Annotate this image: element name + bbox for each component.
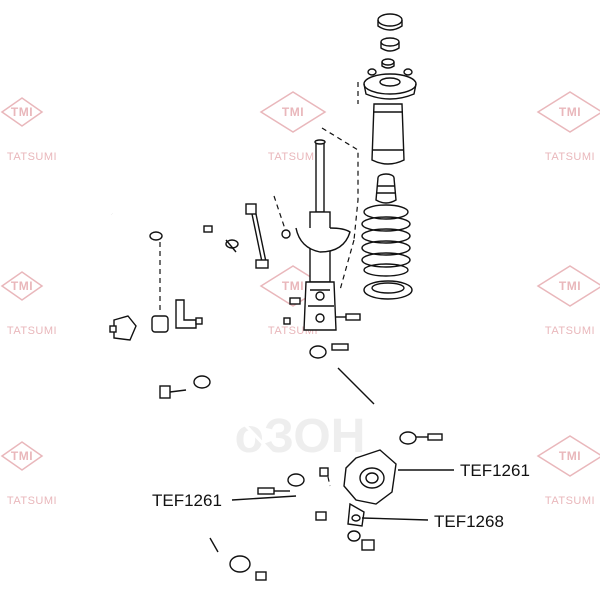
watermark-tmi-text: TMI <box>11 279 33 293</box>
watermark-tatsumi-text: TATSUMI <box>7 325 57 337</box>
watermark-tmi-text: TMI <box>282 279 304 293</box>
callout-leaders <box>231 469 454 521</box>
watermark-tmi-text: TMI <box>11 449 33 463</box>
watermark-tatsumi-text: TATSUMI <box>7 495 57 507</box>
tmi-watermark-center-1: TMI TATSUMI <box>259 91 327 163</box>
stabilizer-bushing <box>109 299 203 341</box>
tmi-watermark-left-3: TMI TATSUMI <box>0 441 57 507</box>
watermark-layer: TMI TATSUMI TMI TATSUMI TMI TATSUMI TMI … <box>0 91 600 507</box>
tmi-watermark-left-1: TMI TATSUMI <box>0 97 57 163</box>
watermark-tatsumi-text: TATSUMI <box>268 151 318 163</box>
watermark-tmi-text: TMI <box>559 449 581 463</box>
trailing-arm <box>209 530 375 581</box>
bump-stop <box>375 173 397 204</box>
tmi-watermark-right-3: TMI TATSUMI <box>536 435 600 507</box>
upper-lateral-arm <box>309 343 443 445</box>
assembly-dashes-strut <box>273 82 359 291</box>
watermark-tatsumi-text: TATSUMI <box>545 495 595 507</box>
watermark-tmi-text: TMI <box>559 279 581 293</box>
callout-tef1261-right: TEF1261 <box>460 461 530 480</box>
strut-bolts <box>283 297 361 325</box>
stabilizer-bar <box>111 212 239 310</box>
lower-lateral-arm <box>159 375 305 495</box>
axle-carrier <box>315 449 397 527</box>
tmi-watermark-left-2: TMI TATSUMI <box>0 271 57 337</box>
spring-seat <box>363 280 413 300</box>
watermark-tmi-text: TMI <box>559 105 581 119</box>
watermark-tatsumi-text: TATSUMI <box>7 151 57 163</box>
callout-tef1261-left: TEF1261 <box>152 491 222 510</box>
watermark-tatsumi-text: TATSUMI <box>545 325 595 337</box>
watermark-tmi-text: TMI <box>11 105 33 119</box>
watermark-tmi-text: TMI <box>282 105 304 119</box>
tmi-watermark-right-1: TMI TATSUMI <box>536 91 600 163</box>
strut-top-mount <box>363 13 417 100</box>
shock-absorber <box>295 139 351 331</box>
dust-boot <box>371 103 405 165</box>
stabilizer-link <box>245 203 291 269</box>
coil-spring <box>361 204 411 277</box>
watermark-tatsumi-text: TATSUMI <box>545 151 595 163</box>
tmi-watermark-right-2: TMI TATSUMI <box>536 265 600 337</box>
callout-tef1268: TEF1268 <box>434 512 504 531</box>
